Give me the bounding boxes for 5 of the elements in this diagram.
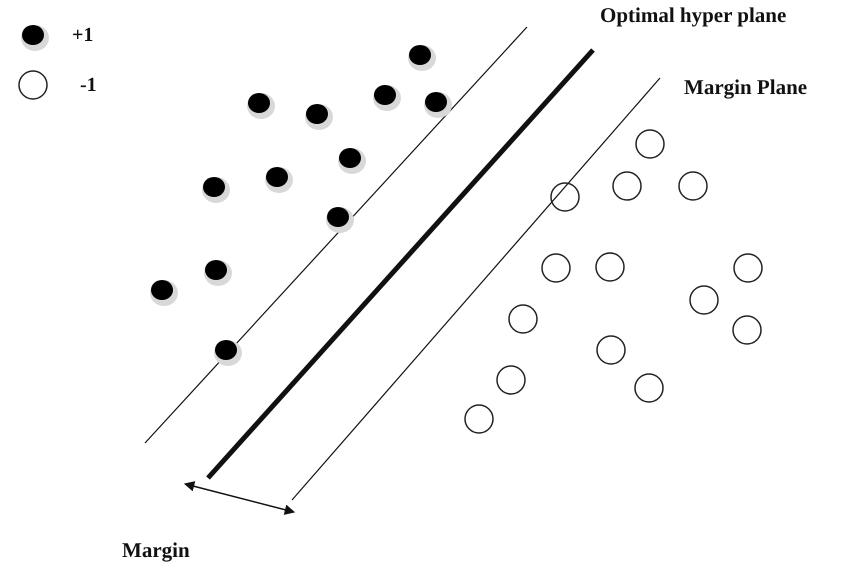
- margin-label: Margin: [122, 540, 190, 561]
- plane-label: Margin Plane: [684, 77, 808, 98]
- legend-label: +1: [72, 25, 94, 45]
- legend-label: -1: [80, 75, 97, 95]
- plane-label: Optimal hyper plane: [600, 5, 786, 26]
